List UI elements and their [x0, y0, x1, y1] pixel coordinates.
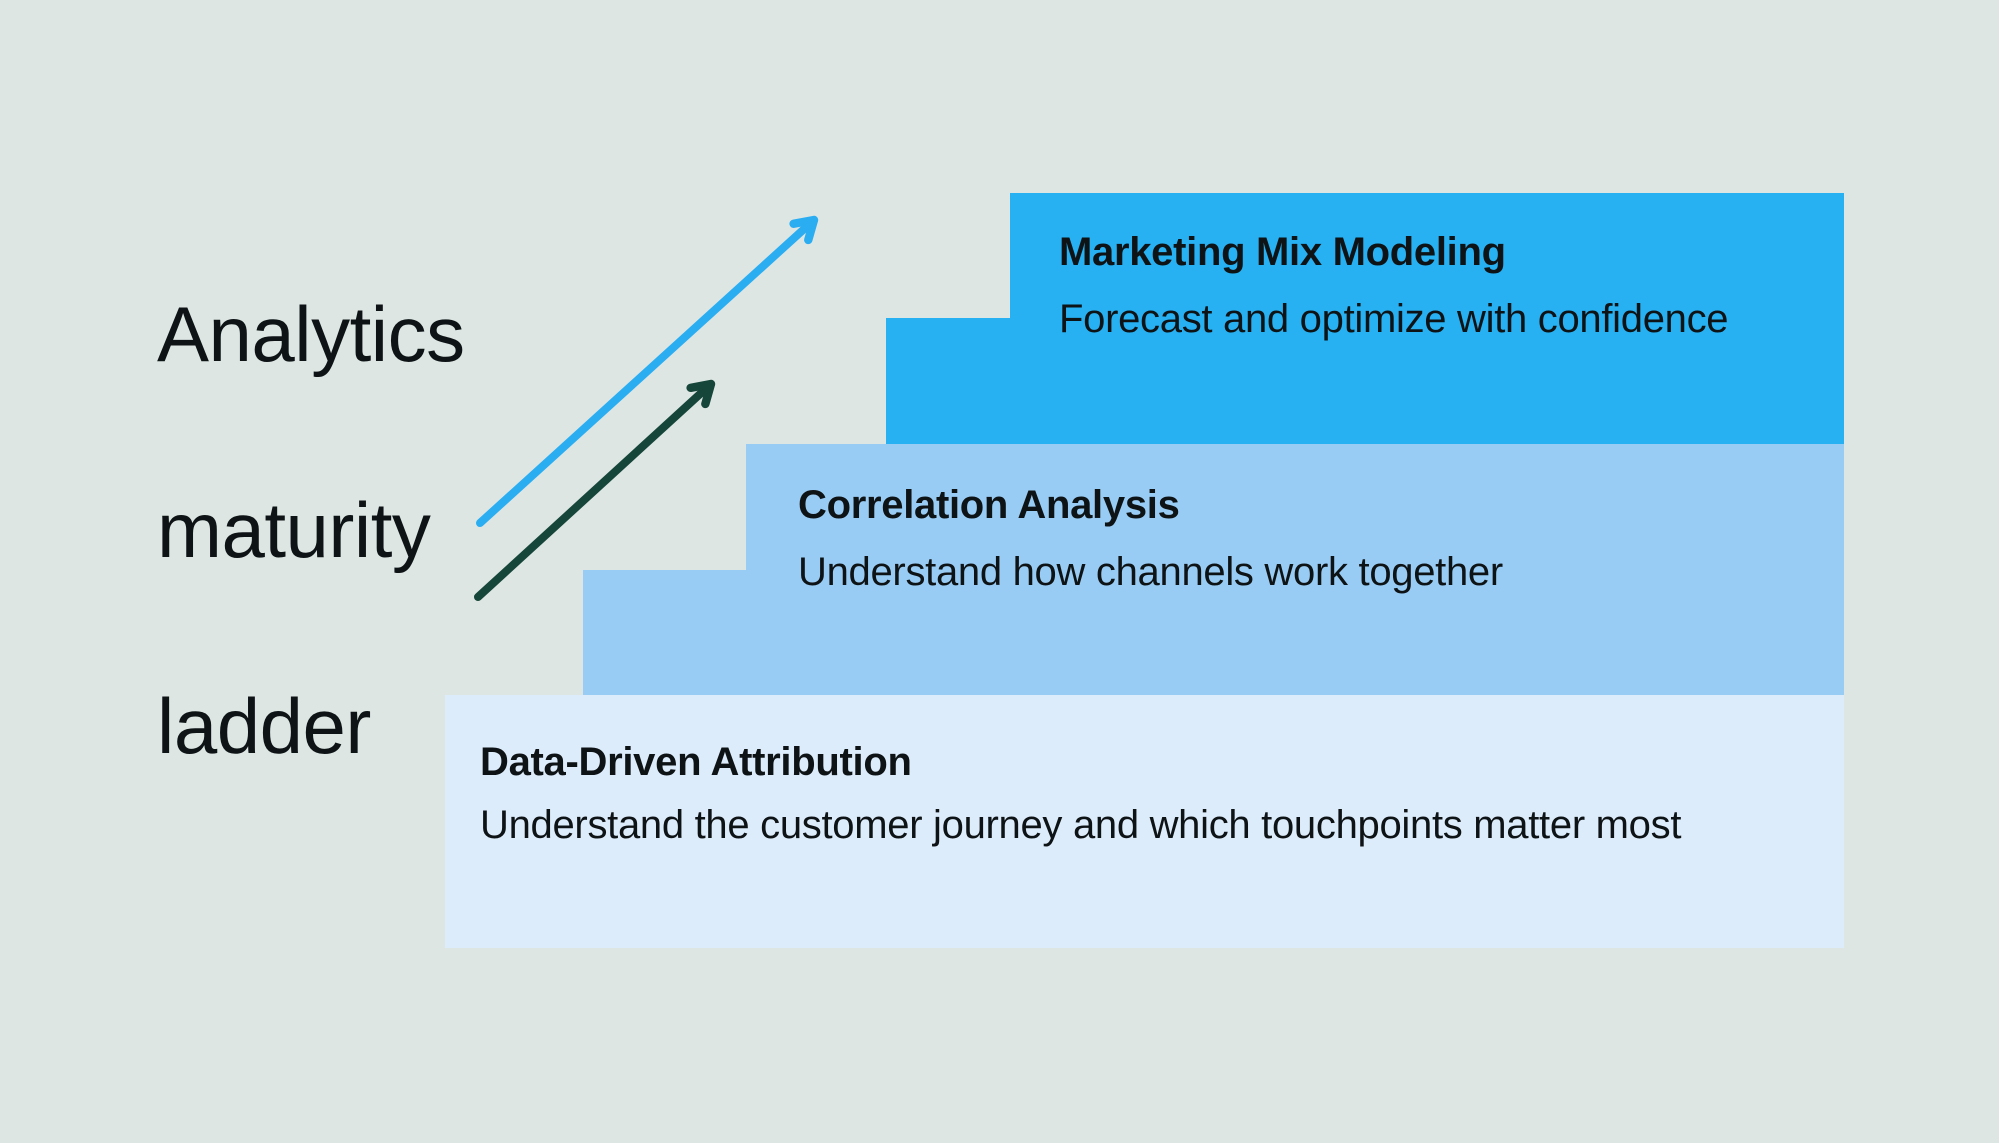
step-title: Data-Driven Attribution	[480, 740, 912, 784]
step-title: Marketing Mix Modeling	[1059, 230, 1506, 274]
step-subtitle: Understand the customer journey and whic…	[480, 803, 1682, 847]
step-title: Correlation Analysis	[798, 483, 1180, 527]
step-subtitle: Forecast and optimize with confidence	[1059, 297, 1729, 341]
ladder-step-data-driven-attribution: Data-Driven Attribution Understand the c…	[445, 695, 1844, 948]
ladder-step-notch	[583, 570, 746, 695]
page-title: Analytics maturity ladder	[157, 187, 465, 873]
ladder-step-correlation-analysis: Correlation Analysis Understand how chan…	[583, 444, 1844, 695]
ladder-step-marketing-mix-modeling: Marketing Mix Modeling Forecast and opti…	[886, 193, 1844, 444]
page-title-line: Analytics	[157, 290, 465, 378]
page-title-line: ladder	[157, 682, 371, 770]
step-subtitle: Understand how channels work together	[798, 550, 1503, 594]
ladder-step-notch	[886, 318, 1010, 444]
growth-arrow-green-icon	[474, 379, 716, 601]
page-title-line: maturity	[157, 486, 431, 574]
